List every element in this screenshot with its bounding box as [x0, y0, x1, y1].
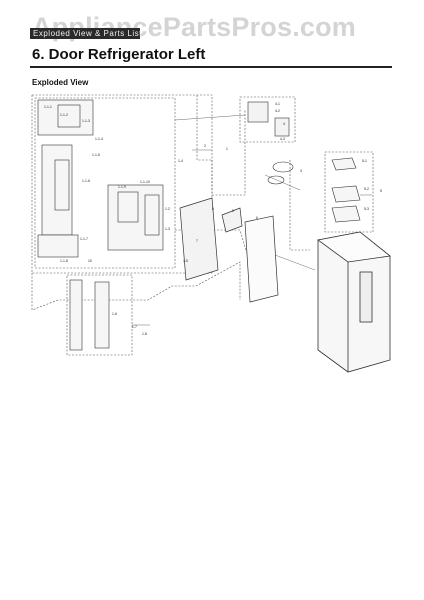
assembly-frame-bracket — [239, 96, 296, 143]
callout-1-1-1: 1-1-1 — [44, 105, 52, 109]
callout-1-1-8: 1-1-8 — [60, 259, 68, 263]
header-band — [30, 28, 140, 39]
callout-1-6: 1-6 — [112, 312, 117, 316]
callout-1-1-9: 1-1-9 — [118, 185, 126, 189]
callout-1-4: 1-4 — [178, 159, 183, 163]
callout-1-1-6: 1-1-6 — [82, 179, 90, 183]
hinge-rail-right — [94, 281, 110, 349]
door-gasket — [244, 215, 279, 303]
hinge-cover — [274, 117, 290, 137]
lower-hinge-group — [69, 279, 110, 351]
door-upper-hinge — [57, 104, 81, 128]
callout-1-1-3: 1-1-3 — [82, 119, 90, 123]
callout-5-3: 5-3 — [364, 207, 369, 211]
callout-1-1-5: 1-1-5 — [92, 153, 100, 157]
callout-8: 8 — [212, 207, 214, 211]
callout-1-1-7: 1-1-7 — [80, 237, 88, 241]
callout-10: 10 — [88, 259, 92, 263]
door-bin-group — [331, 157, 361, 223]
assembly-frame-hinge — [66, 274, 133, 356]
section-title: 6. Door Refrigerator Left — [32, 46, 206, 63]
assembly-frame-outer — [31, 261, 241, 311]
title-rule — [30, 66, 392, 68]
callout-5-1: 5-1 — [362, 159, 367, 163]
callout-1: 1 — [226, 147, 228, 151]
door-bin-bottom — [331, 205, 361, 223]
callout-4: 4 — [283, 122, 285, 126]
callout-5-2: 5-2 — [364, 187, 369, 191]
callout-9: 9 — [232, 209, 234, 213]
upper-hinge — [247, 101, 269, 123]
door-bottom-bracket — [37, 234, 79, 258]
callout-1-8: 1-8 — [142, 332, 147, 336]
hinge-rail-left — [69, 279, 83, 351]
assembly-frame-door — [34, 97, 176, 269]
callout-5: 5 — [380, 189, 382, 193]
callout-1-1-2: 1-1-2 — [60, 113, 68, 117]
control-assembly — [107, 184, 164, 251]
callout-1-7: 1-7 — [132, 325, 137, 329]
callout-3: 3 — [300, 169, 302, 173]
water-tube-coil — [267, 161, 294, 185]
refrigerator-cabinet — [317, 231, 391, 373]
control-strip — [144, 194, 160, 236]
callout-4-1: 4-1 — [275, 102, 280, 106]
callout-7: 7 — [196, 239, 198, 243]
control-module — [117, 191, 139, 223]
exploded-view-label: Exploded View — [32, 78, 89, 87]
callout-1-5: 1-5 — [183, 259, 188, 263]
header-label: Exploded View & Parts List — [33, 29, 142, 38]
callout-4-2: 4-2 — [275, 109, 280, 113]
assembly-frame-main — [31, 94, 213, 274]
callout-1-1-10: 1-1-10 — [140, 180, 150, 184]
hinge-bracket-group — [247, 101, 290, 137]
callout-1-3: 1-3 — [165, 227, 170, 231]
assembly-frame-shelf — [324, 151, 374, 233]
door-cap — [221, 207, 243, 233]
door-handle-bar — [54, 159, 70, 211]
callout-1-1-4: 1-1-4 — [95, 137, 103, 141]
door-panel-assembly — [37, 99, 94, 258]
door-bin-middle — [331, 185, 361, 203]
callout-4-3: 4-3 — [280, 137, 285, 141]
door-bin-top — [331, 157, 357, 171]
door-assembly — [179, 197, 279, 303]
door-inner-panel — [179, 197, 219, 281]
callout-2: 2 — [204, 144, 206, 148]
callout-1-2: 1-2 — [165, 207, 170, 211]
callout-6: 6 — [256, 216, 258, 220]
